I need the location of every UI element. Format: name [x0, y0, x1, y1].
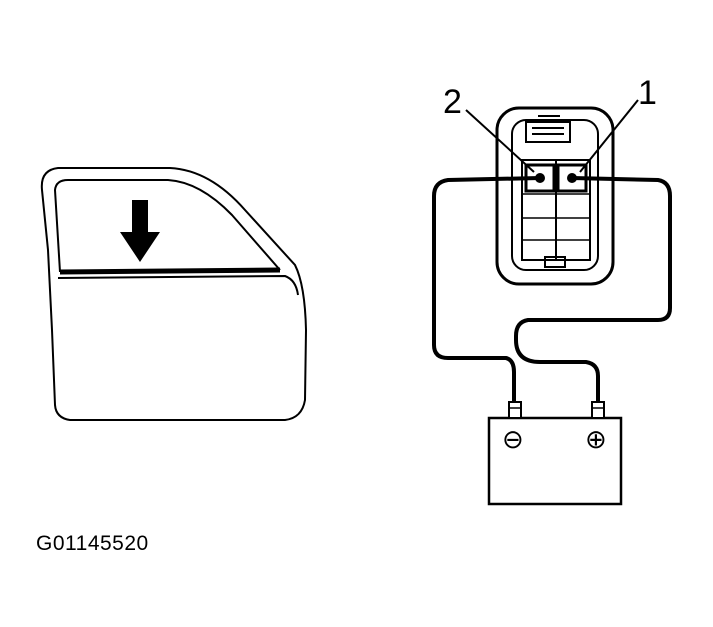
battery-negative-symbol: ⊖: [502, 425, 524, 455]
wire-terminal-2-to-negative: [432, 176, 541, 408]
connector-housing: [495, 106, 615, 286]
wire-terminal-1-to-positive: [514, 176, 672, 408]
leader-line-2: [465, 109, 535, 173]
terminal-1-label: 1: [638, 74, 657, 112]
battery-positive-symbol: ⊕: [585, 425, 607, 455]
car-door-icon: [40, 167, 308, 421]
arrow-down-icon: [120, 200, 160, 262]
battery-icon: [487, 401, 623, 506]
leader-line-1: [579, 99, 639, 173]
figure-code: G01145520: [36, 532, 149, 555]
terminal-2-label: 2: [443, 83, 462, 121]
